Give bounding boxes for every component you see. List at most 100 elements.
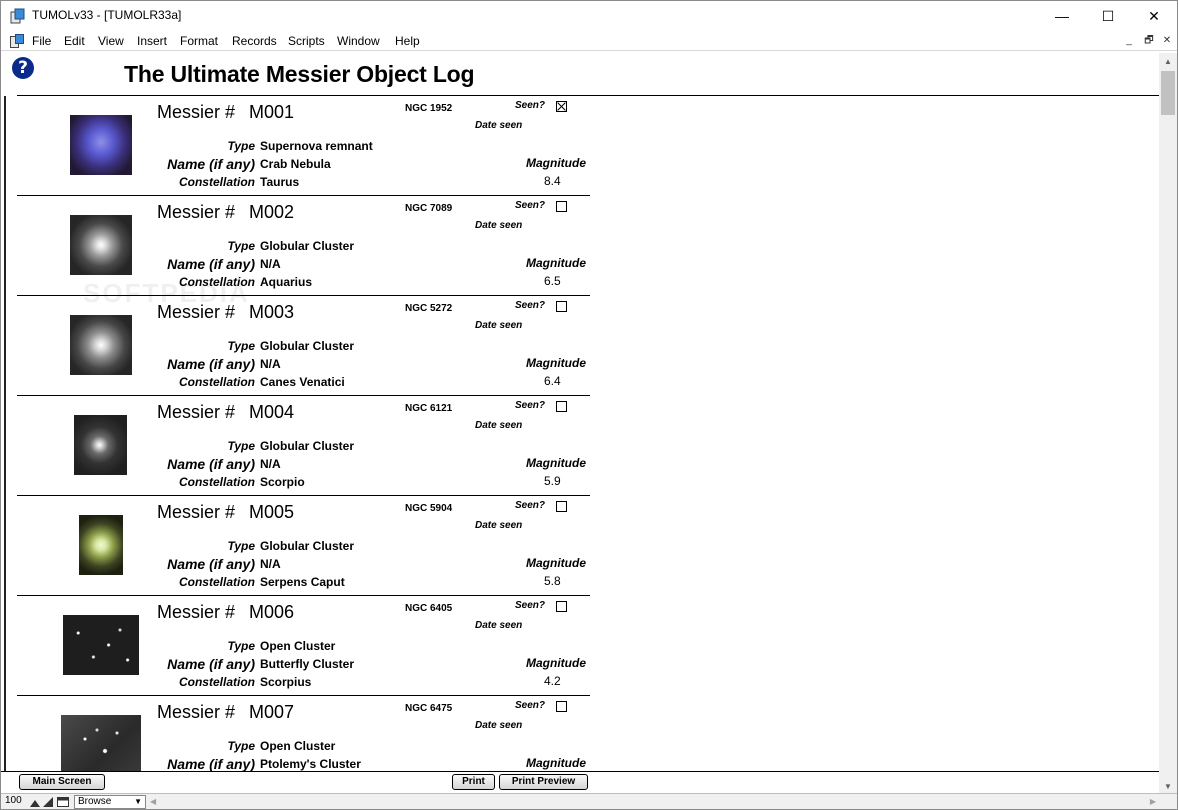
- menu-scripts[interactable]: Scripts: [288, 34, 325, 48]
- messier-id[interactable]: M001: [249, 102, 295, 122]
- vertical-scrollbar[interactable]: ▲ ▼: [1159, 53, 1177, 795]
- type-value[interactable]: Open Cluster: [260, 739, 336, 753]
- messier-id[interactable]: M002: [249, 202, 295, 222]
- name-value[interactable]: Ptolemy's Cluster: [260, 757, 361, 771]
- status-area-toggle-icon[interactable]: [57, 796, 69, 808]
- status-bar: 100 Browse ▼ ◀ ▶: [1, 793, 1177, 809]
- magnitude-value[interactable]: 8.4: [544, 174, 561, 188]
- menu-format[interactable]: Format: [180, 34, 219, 48]
- constellation-value[interactable]: Scorpio: [260, 475, 305, 489]
- record-row[interactable]: Messier # M005 NGC 5904 Seen? Date seen …: [17, 496, 590, 596]
- close-button[interactable]: ✕: [1148, 7, 1160, 24]
- zoom-in-icon[interactable]: [42, 796, 54, 808]
- type-value[interactable]: Globular Cluster: [260, 439, 355, 453]
- menu-records[interactable]: Records: [232, 34, 277, 48]
- scroll-up-icon[interactable]: ▲: [1164, 57, 1172, 66]
- type-value[interactable]: Globular Cluster: [260, 339, 355, 353]
- menu-view[interactable]: View: [98, 34, 124, 48]
- menu-insert[interactable]: Insert: [137, 34, 168, 48]
- ngc-number[interactable]: NGC 6121: [405, 403, 453, 414]
- seen-checkbox[interactable]: [556, 401, 567, 412]
- name-value[interactable]: N/A: [260, 557, 281, 571]
- zoom-out-icon[interactable]: [29, 796, 41, 808]
- mdi-close-button[interactable]: ✕: [1162, 35, 1172, 46]
- messier-label: Messier #: [157, 502, 236, 522]
- name-value[interactable]: N/A: [260, 457, 281, 471]
- record-indicator-bar: [4, 96, 6, 771]
- record-row[interactable]: Messier # M004 NGC 6121 Seen? Date seen …: [17, 396, 590, 496]
- magnitude-value[interactable]: 6.5: [544, 274, 561, 288]
- magnitude-value[interactable]: 6.4: [544, 374, 561, 388]
- scrollbar-thumb[interactable]: [1161, 71, 1175, 115]
- scroll-left-icon[interactable]: ◀: [150, 797, 157, 806]
- print-button[interactable]: Print: [452, 774, 495, 790]
- record-row[interactable]: Messier # M006 NGC 6405 Seen? Date seen …: [17, 596, 590, 696]
- object-image: [74, 415, 127, 475]
- magnitude-label: Magnitude: [526, 356, 586, 370]
- ngc-number[interactable]: NGC 6405: [405, 603, 453, 614]
- horizontal-scrollbar[interactable]: ◀ ▶: [148, 795, 1158, 809]
- magnitude-value[interactable]: 5.8: [544, 574, 561, 588]
- menu-help[interactable]: Help: [395, 34, 420, 48]
- scroll-down-icon[interactable]: ▼: [1164, 782, 1172, 791]
- magnitude-label: Magnitude: [526, 656, 586, 670]
- constellation-value[interactable]: Canes Venatici: [260, 375, 345, 389]
- seen-checkbox[interactable]: [556, 501, 567, 512]
- ngc-number[interactable]: NGC 7089: [405, 203, 453, 214]
- mdi-restore-button[interactable]: 🗗: [1144, 35, 1154, 46]
- type-value[interactable]: Globular Cluster: [260, 239, 355, 253]
- name-value[interactable]: Butterfly Cluster: [260, 657, 355, 671]
- type-value[interactable]: Supernova remnant: [260, 139, 373, 153]
- ngc-number[interactable]: NGC 6475: [405, 703, 453, 714]
- name-label: Name (if any): [167, 156, 255, 172]
- record-row[interactable]: Messier # M001 NGC 1952 Seen? Date seen …: [17, 96, 590, 196]
- ngc-number[interactable]: NGC 5272: [405, 303, 453, 314]
- magnitude-label: Magnitude: [526, 456, 586, 470]
- magnitude-value[interactable]: 4.2: [544, 674, 561, 688]
- main-screen-button[interactable]: Main Screen: [19, 774, 105, 790]
- type-value[interactable]: Open Cluster: [260, 639, 336, 653]
- seen-checkbox[interactable]: [556, 301, 567, 312]
- messier-id[interactable]: M007: [249, 702, 295, 722]
- messier-id[interactable]: M004: [249, 402, 295, 422]
- seen-label: Seen?: [515, 400, 546, 411]
- document-icon[interactable]: [10, 34, 25, 48]
- magnitude-value[interactable]: 5.9: [544, 474, 561, 488]
- record-row[interactable]: Messier # M003 NGC 5272 Seen? Date seen …: [17, 296, 590, 396]
- constellation-value[interactable]: Taurus: [260, 175, 300, 189]
- messier-id[interactable]: M005: [249, 502, 295, 522]
- constellation-label: Constellation: [178, 475, 255, 489]
- seen-checkbox[interactable]: [556, 101, 567, 112]
- seen-checkbox[interactable]: [556, 701, 567, 712]
- messier-id[interactable]: M003: [249, 302, 295, 322]
- constellation-value[interactable]: Serpens Caput: [260, 575, 345, 589]
- record-row[interactable]: Messier # M002 NGC 7089 Seen? Date seen …: [17, 196, 590, 296]
- mode-select[interactable]: Browse ▼: [74, 795, 146, 809]
- date-seen-label: Date seen: [475, 220, 523, 231]
- scroll-right-icon[interactable]: ▶: [1149, 797, 1156, 806]
- record-row[interactable]: Messier # M007 NGC 6475 Seen? Date seen …: [17, 696, 590, 771]
- menu-window[interactable]: Window: [337, 34, 380, 48]
- ngc-number[interactable]: NGC 5904: [405, 503, 453, 514]
- menu-edit[interactable]: Edit: [64, 34, 85, 48]
- name-value[interactable]: Crab Nebula: [260, 157, 331, 171]
- name-value[interactable]: N/A: [260, 257, 281, 271]
- messier-id[interactable]: M006: [249, 602, 295, 622]
- zoom-level[interactable]: 100: [5, 795, 22, 806]
- name-value[interactable]: N/A: [260, 357, 281, 371]
- help-icon[interactable]: ?: [12, 57, 34, 79]
- minimize-button[interactable]: —: [1055, 8, 1069, 24]
- constellation-value[interactable]: Scorpius: [260, 675, 312, 689]
- seen-checkbox[interactable]: [556, 201, 567, 212]
- constellation-value[interactable]: Aquarius: [260, 275, 313, 289]
- menu-file[interactable]: File: [32, 34, 52, 48]
- type-label: Type: [227, 339, 255, 353]
- record-list: Messier # M001 NGC 1952 Seen? Date seen …: [17, 96, 590, 771]
- print-preview-button[interactable]: Print Preview: [499, 774, 588, 790]
- type-label: Type: [227, 639, 255, 653]
- ngc-number[interactable]: NGC 1952: [405, 103, 453, 114]
- maximize-button[interactable]: ☐: [1101, 7, 1115, 24]
- seen-checkbox[interactable]: [556, 601, 567, 612]
- mdi-minimize-button[interactable]: _: [1126, 35, 1132, 46]
- type-value[interactable]: Globular Cluster: [260, 539, 355, 553]
